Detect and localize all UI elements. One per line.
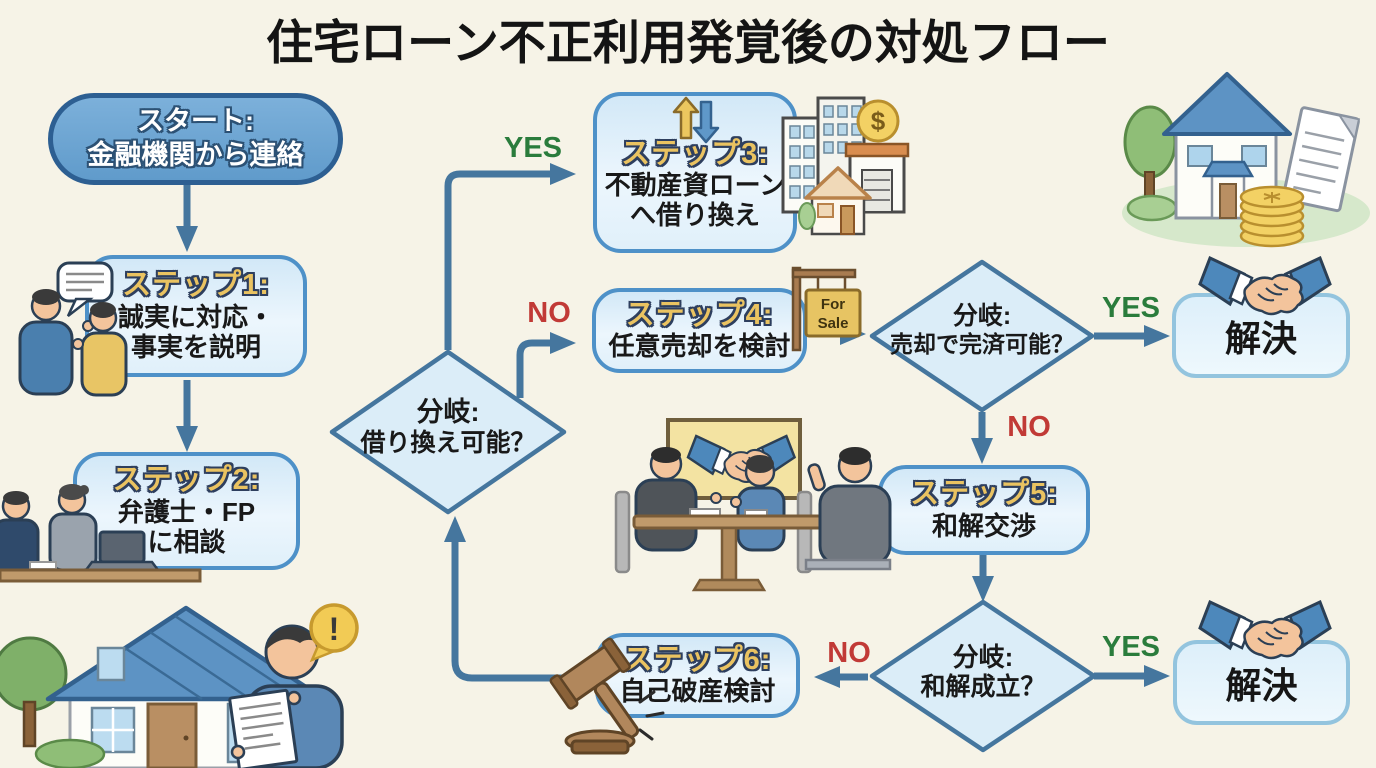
start-title: スタート:: [137, 106, 254, 137]
edge-label-no-3: NO: [827, 637, 871, 669]
decision3-text: 分岐: 和解成立？: [863, 643, 1103, 702]
step1-line1: 誠実に対応・: [117, 301, 274, 332]
svg-text:For: For: [821, 296, 845, 313]
step6-title: ステップ6:: [623, 643, 772, 676]
step1-title: ステップ1:: [122, 269, 270, 302]
decision1-text: 分岐: 借り換え可能？: [328, 397, 568, 458]
edge-label-yes-3: YES: [1101, 631, 1161, 663]
node-step4: ステップ4: 任意売却を検討: [592, 288, 807, 373]
negotiation-illustration: [614, 418, 832, 592]
step2-title: ステップ2:: [112, 464, 261, 497]
node-step2: ステップ2: 弁護士・FP に相談: [73, 452, 300, 570]
shop-icon: [844, 142, 910, 214]
exclamation-bubble-icon: !: [309, 603, 359, 663]
small-house-icon: [798, 166, 872, 236]
edge-label-no-1: NO: [527, 297, 571, 329]
decision2-question: 売却で完済可能？: [890, 330, 1074, 357]
house-loan-illustration: [1122, 72, 1370, 248]
step4-title: ステップ4:: [625, 298, 774, 331]
step3-line1: 不動産資ローン: [604, 170, 786, 201]
handshake-frame-icon: [686, 434, 796, 484]
notice-reading-illustration: !: [0, 603, 359, 768]
decision2-text: 分岐: 売却で完済可能？: [862, 302, 1102, 358]
svg-text:$: $: [871, 106, 886, 136]
step3-line2: へ借り換え: [629, 200, 760, 231]
edge-label-yes-1: YES: [503, 132, 563, 164]
step3-title: ステップ3:: [621, 138, 769, 170]
resolve2-text: 解決: [1225, 664, 1298, 706]
edge-label-no-2: NO: [1007, 411, 1051, 443]
node-resolve2: 解決: [1173, 640, 1350, 725]
decision1-question: 借り換え可能？: [360, 428, 536, 457]
start-line1: 金融機関から連絡: [87, 140, 304, 170]
decision2-label: 分岐:: [952, 302, 1012, 330]
svg-text:!: !: [329, 611, 340, 647]
edge-label-yes-2: YES: [1101, 292, 1161, 324]
node-step5: ステップ5: 和解交渉: [878, 465, 1090, 555]
svg-text:Sale: Sale: [818, 315, 849, 332]
picture-frame-icon: [666, 418, 802, 500]
step2-line2: に相談: [147, 526, 226, 557]
node-step3: ステップ3: 不動産資ローン へ借り換え: [593, 92, 797, 253]
node-step1: ステップ1: 誠実に対応・ 事実を説明: [85, 255, 307, 377]
step4-line1: 任意売却を検討: [608, 331, 791, 362]
step2-line1: 弁護士・FP: [117, 496, 256, 527]
connector-decision1-step4-no: [516, 332, 576, 398]
node-start: スタート: 金融機関から連絡: [48, 93, 343, 185]
decision3-label: 分岐:: [952, 642, 1014, 672]
dollar-coin-icon: $: [856, 99, 900, 143]
document-icon: [1281, 106, 1361, 213]
decision3-question: 和解成立？: [920, 672, 1046, 701]
coins-icon: [1239, 185, 1305, 248]
step5-line1: 和解交渉: [931, 510, 1036, 541]
node-resolve1: 解決: [1172, 293, 1350, 378]
step6-line1: 自己破産検討: [619, 676, 776, 707]
decision1-label: 分岐:: [416, 397, 480, 427]
step5-title: ステップ5:: [910, 478, 1058, 511]
page-title: 住宅ローン不正利用発覚後の対処フロー: [266, 16, 1110, 69]
node-step6: ステップ6: 自己破産検討: [595, 633, 800, 718]
connector-step6-decision1-loop: [444, 516, 596, 682]
resolve1-text: 解決: [1224, 317, 1297, 359]
step1-line2: 事実を説明: [130, 331, 261, 362]
